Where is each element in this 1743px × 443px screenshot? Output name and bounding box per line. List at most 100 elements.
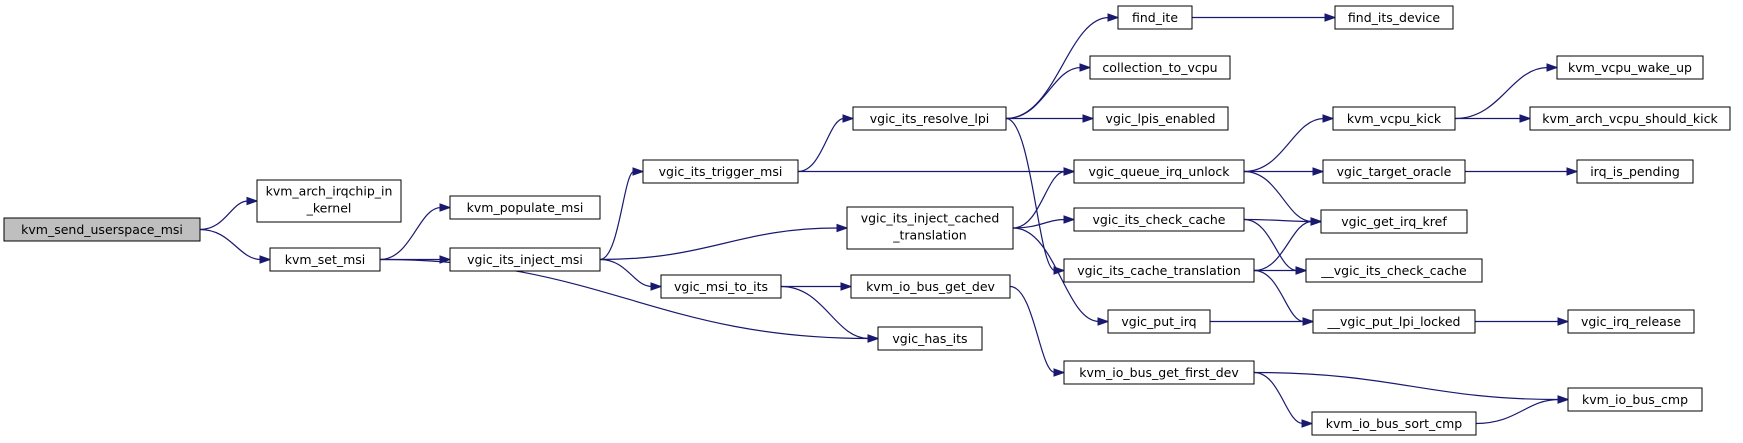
node-vgic-queue-irq-unlock[interactable]: vgic_queue_irq_unlock: [1073, 159, 1245, 184]
node-vgic-its-trigger-msi[interactable]: vgic_its_trigger_msi: [642, 159, 799, 184]
edge-line: [1243, 218, 1298, 272]
edge-kvm-io-bus-sort-cmp-to-kvm-io-bus-cmp: [1475, 395, 1570, 425]
edge-arrowhead: [650, 282, 663, 291]
node-vgic-its-cache-translation[interactable]: vgic_its_cache_translation: [1063, 258, 1255, 283]
node-label: vgic_its_inject_msi: [467, 252, 583, 267]
edge-vgic-queue-irq-unlock-to-vgic-target-oracle: [1244, 167, 1325, 176]
node-label: kvm_vcpu_kick: [1347, 111, 1442, 126]
edge-arrowhead: [1301, 419, 1314, 428]
node-irq-is-pending[interactable]: irq_is_pending: [1576, 159, 1694, 184]
edge-vgic-its-trigger-msi-to-vgic-queue-irq-unlock: [798, 167, 1076, 176]
node-label: kvm_arch_irqchip_in: [266, 184, 393, 199]
node-label: vgic_irq_release: [1581, 314, 1681, 329]
edge-arrowhead: [1519, 114, 1532, 123]
node-box: [1576, 159, 1694, 184]
edge-line: [1253, 371, 1560, 401]
edge-kvm-vcpu-kick-to-kvm-arch-vcpu-should-kick: [1455, 114, 1532, 123]
node-vgic-its-resolve-lpi[interactable]: vgic_its_resolve_lpi: [852, 106, 1007, 131]
node-vgic-msi-to-its[interactable]: vgic_msi_to_its: [660, 274, 782, 299]
node-kvm-populate-msi[interactable]: kvm_populate_msi: [449, 195, 601, 220]
edge-line: [1243, 117, 1325, 173]
node-box: [1311, 411, 1477, 436]
edge-vgic-its-inject-cached-translation-to-vgic-its-check-cache: [1012, 215, 1076, 229]
node-box: [1567, 387, 1703, 412]
edge-line: [1253, 371, 1304, 425]
node-label: vgic_its_cache_translation: [1077, 263, 1241, 278]
edge-line: [379, 206, 442, 261]
node-vgic-its-inject-cached-translation[interactable]: vgic_its_inject_cached_translation: [846, 206, 1014, 250]
node-label: vgic_has_its: [892, 331, 967, 346]
edge-vgic-its-inject-cached-translation-to-vgic-put-irq: [1012, 227, 1110, 326]
node-kvm-io-bus-get-first-dev[interactable]: kvm_io_bus_get_first_dev: [1063, 360, 1255, 385]
node-vgic-its-check-cache[interactable]: __vgic_its_check_cache: [1305, 258, 1483, 283]
node-vgic-has-its[interactable]: vgic_has_its: [877, 326, 983, 351]
edge-arrowhead: [1546, 63, 1559, 72]
node-box: [1073, 207, 1245, 232]
node-vgic-its-inject-msi[interactable]: vgic_its_inject_msi: [449, 247, 601, 272]
node-label: kvm_io_bus_sort_cmp: [1326, 416, 1463, 431]
edge-vgic-its-trigger-msi-to-vgic-its-resolve-lpi: [797, 114, 855, 173]
edge-line: [1475, 398, 1560, 425]
node-kvm-arch-irqchip-in-kernel[interactable]: kvm_arch_irqchip_in_kernel: [256, 179, 402, 223]
node-box: [1322, 159, 1466, 184]
node-find-its-device[interactable]: find_its_device: [1334, 5, 1454, 30]
node-label: kvm_send_userspace_msi: [21, 222, 183, 237]
node-label: kvm_set_msi: [285, 252, 366, 267]
node-vgic-get-irq-kref[interactable]: vgic_get_irq_kref: [1320, 209, 1468, 234]
node-label: vgic_its_check_cache: [1093, 212, 1226, 227]
node-label: vgic_put_irq: [1121, 314, 1196, 329]
edge-arrowhead: [1566, 167, 1579, 176]
edge-arrowhead: [1557, 317, 1570, 326]
edge-arrowhead: [246, 196, 259, 206]
node-box: [1089, 55, 1231, 80]
node-box: [1312, 309, 1476, 334]
call-graph-edges: [199, 13, 1579, 428]
edge-arrowhead: [1063, 215, 1076, 224]
node-kvm-set-msi[interactable]: kvm_set_msi: [269, 247, 381, 272]
node-label: kvm_io_bus_get_first_dev: [1079, 365, 1239, 380]
node-vgic-target-oracle[interactable]: vgic_target_oracle: [1322, 159, 1466, 184]
edge-arrowhead: [1312, 167, 1325, 176]
node-label: collection_to_vcpu: [1102, 60, 1217, 75]
edge-arrowhead: [439, 203, 452, 212]
node-kvm-send-userspace-msi[interactable]: kvm_send_userspace_msi: [3, 217, 201, 242]
edge-arrowhead: [1310, 217, 1323, 226]
edge-arrowhead: [1324, 13, 1337, 22]
node-vgic-irq-release[interactable]: vgic_irq_release: [1567, 309, 1695, 334]
node-box: [269, 247, 381, 272]
edge-line: [1005, 66, 1082, 120]
edge-arrowhead: [842, 114, 855, 123]
node-collection-to-vcpu[interactable]: collection_to_vcpu: [1089, 55, 1231, 80]
edge-vgic-its-cache-translation-to-vgic-get-irq-kref: [1253, 217, 1323, 272]
edge-line: [797, 117, 845, 173]
edge-arrowhead: [867, 334, 880, 343]
node-box: [1334, 5, 1454, 30]
node-vgic-its-check-cache[interactable]: vgic_its_check_cache: [1073, 207, 1245, 232]
edge-kvm-io-bus-get-dev-to-kvm-io-bus-get-first-dev: [1009, 285, 1066, 377]
node-kvm-io-bus-sort-cmp[interactable]: kvm_io_bus_sort_cmp: [1311, 411, 1477, 436]
node-kvm-io-bus-cmp[interactable]: kvm_io_bus_cmp: [1567, 387, 1703, 412]
edge-kvm-io-bus-get-first-dev-to-kvm-io-bus-cmp: [1253, 371, 1570, 404]
node-kvm-arch-vcpu-should-kick[interactable]: kvm_arch_vcpu_should_kick: [1529, 106, 1731, 131]
edge-line: [199, 200, 249, 231]
node-vgic-put-lpi-locked[interactable]: __vgic_put_lpi_locked: [1312, 309, 1476, 334]
node-label: kvm_vcpu_wake_up: [1568, 60, 1692, 75]
edge-arrowhead: [1107, 13, 1120, 22]
edge-arrowhead: [1097, 317, 1110, 326]
node-find-ite[interactable]: find_ite: [1117, 5, 1193, 30]
node-kvm-io-bus-get-dev[interactable]: kvm_io_bus_get_dev: [850, 274, 1011, 299]
node-kvm-vcpu-wake-up[interactable]: kvm_vcpu_wake_up: [1556, 55, 1704, 80]
node-label: find_ite: [1132, 10, 1178, 25]
node-label: kvm_io_bus_get_dev: [866, 279, 995, 294]
edge-vgic-its-resolve-lpi-to-vgic-its-cache-translation: [1005, 117, 1066, 275]
node-vgic-put-irq[interactable]: vgic_put_irq: [1107, 309, 1211, 334]
edge-find-ite-to-find-its-device: [1192, 13, 1337, 22]
edge-line: [199, 228, 262, 261]
node-label: __vgic_put_lpi_locked: [1327, 314, 1461, 329]
node-vgic-lpis-enabled[interactable]: vgic_lpis_enabled: [1092, 106, 1229, 131]
node-box: [449, 247, 601, 272]
edge-arrowhead: [1079, 63, 1092, 72]
edge-line: [1253, 220, 1313, 272]
edge-arrowhead: [632, 167, 645, 176]
node-kvm-vcpu-kick[interactable]: kvm_vcpu_kick: [1332, 106, 1456, 131]
